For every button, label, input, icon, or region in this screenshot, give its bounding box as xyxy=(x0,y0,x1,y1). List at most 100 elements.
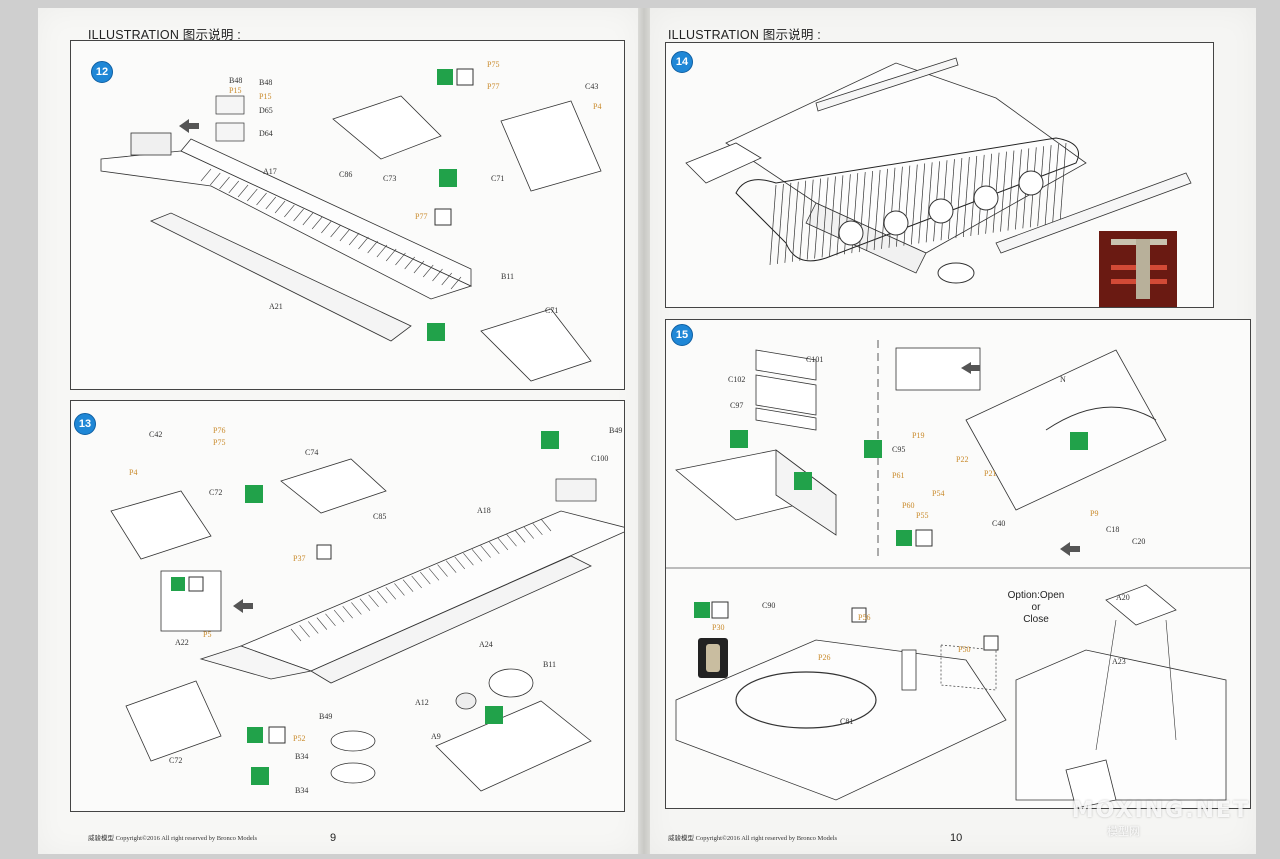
page-heading: ILLUSTRATION 图示说明 : xyxy=(668,28,821,42)
part-label: A24 xyxy=(479,640,493,649)
part-label: A12 xyxy=(415,698,429,707)
option-line: or xyxy=(1031,602,1041,613)
part-label: P60 xyxy=(902,501,914,510)
flip-icon xyxy=(427,323,445,341)
part-label: C95 xyxy=(892,445,905,454)
part-label: P26 xyxy=(818,653,830,662)
part-label: C81 xyxy=(840,717,853,726)
bending-icon xyxy=(268,726,286,744)
photo-etch-icon xyxy=(541,431,559,449)
part-label: P50 xyxy=(958,645,970,654)
glue-icon xyxy=(896,530,912,546)
flip-icon xyxy=(245,485,263,503)
glue-icon xyxy=(171,577,185,591)
part-label: P15 xyxy=(259,92,271,101)
part-label: D64 xyxy=(259,129,273,138)
part-label: P5 xyxy=(203,630,211,639)
part-label: A17 xyxy=(263,167,277,176)
page-10: ILLUSTRATION 图示说明 : 14 xyxy=(650,8,1256,854)
part-label: C90 xyxy=(762,601,775,610)
page-heading: ILLUSTRATION 图示说明 : xyxy=(88,28,241,42)
step-14-diagram xyxy=(685,57,1192,307)
booklet-spine xyxy=(634,8,654,854)
flip-icon xyxy=(864,440,882,458)
part-label: A23 xyxy=(1112,657,1126,666)
part-label: P61 xyxy=(892,471,904,480)
part-label: C20 xyxy=(1132,537,1145,546)
part-label: A21 xyxy=(269,302,283,311)
part-label: B11 xyxy=(543,660,556,669)
glue-icon xyxy=(247,727,263,743)
part-label: B11 xyxy=(501,272,514,281)
part-label: P56 xyxy=(858,613,870,622)
part-label: P75 xyxy=(487,60,499,69)
part-label: B49 xyxy=(609,426,622,435)
part-label: P4 xyxy=(593,102,601,111)
part-label: P22 xyxy=(956,455,968,464)
page-number: 9 xyxy=(330,832,337,844)
part-label: A20 xyxy=(1116,593,1130,602)
part-label: P55 xyxy=(916,511,928,520)
part-label: B34 xyxy=(295,786,308,795)
part-label: P76 xyxy=(213,426,225,435)
part-label: A9 xyxy=(431,732,441,741)
part-label: P15 xyxy=(229,86,241,95)
part-label: C18 xyxy=(1106,525,1119,534)
part-label: B49 xyxy=(319,712,332,721)
option-line: Option:Open xyxy=(1007,590,1065,601)
part-label: C43 xyxy=(585,82,598,91)
watermark-sub: 模型网 xyxy=(1107,826,1140,838)
part-label: C100 xyxy=(591,454,608,463)
part-label: B48 xyxy=(259,78,272,87)
part-label: C71 xyxy=(545,306,558,315)
part-label: P21 xyxy=(984,469,996,478)
bending-icon xyxy=(851,607,867,623)
bending-icon xyxy=(316,544,332,560)
part-label: C73 xyxy=(383,174,396,183)
instruction-booklet: ILLUSTRATION 图示说明 : 12 xyxy=(38,8,1256,854)
part-label: P9 xyxy=(1090,509,1098,518)
bending-icon xyxy=(456,68,474,86)
watermark: MOXING.NET xyxy=(1071,798,1250,823)
step-14-panel: 14 xyxy=(665,42,1214,308)
step-15-panel: 15 xyxy=(665,319,1251,809)
part-label: A22 xyxy=(175,638,189,647)
part-label: P54 xyxy=(932,489,944,498)
part-label: P52 xyxy=(293,734,305,743)
part-label: C102 xyxy=(728,375,745,384)
bending-icon xyxy=(188,576,204,592)
part-label: P37 xyxy=(293,554,305,563)
step-badge: 15 xyxy=(671,324,693,346)
part-label: P75 xyxy=(213,438,225,447)
copyright: 威骏模型 Copyright©2016 All right reserved b… xyxy=(668,835,838,842)
step-13-panel: 13 xyxy=(70,400,625,812)
copyright: 威骏模型 Copyright©2016 All right reserved b… xyxy=(88,835,258,842)
part-label: C85 xyxy=(373,512,386,521)
bending-icon xyxy=(983,635,999,651)
flip-icon xyxy=(439,169,457,187)
part-label: C72 xyxy=(169,756,182,765)
part-label: C101 xyxy=(806,355,823,364)
flip-icon xyxy=(730,430,748,448)
step-badge: 13 xyxy=(74,413,96,435)
part-label: C97 xyxy=(730,401,743,410)
glue-icon xyxy=(694,602,710,618)
step-badge: 12 xyxy=(91,61,113,83)
page-9: ILLUSTRATION 图示说明 : 12 xyxy=(38,8,638,854)
part-label: C42 xyxy=(149,430,162,439)
part-label: C40 xyxy=(992,519,1005,528)
part-label: P19 xyxy=(912,431,924,440)
bending-icon xyxy=(915,529,933,547)
part-label: C74 xyxy=(305,448,318,457)
part-label: N xyxy=(1060,375,1066,384)
part-label: C71 xyxy=(491,174,504,183)
part-label: P4 xyxy=(129,468,137,477)
flip-icon xyxy=(251,767,269,785)
step-15-diagram: C101 C102 C97 N P19 C95 P22 P21 P61 P54 … xyxy=(666,340,1250,808)
part-label: C86 xyxy=(339,170,352,179)
fender-part xyxy=(100,138,473,300)
step-13-diagram: C42 P76 P75 P4 C72 C74 B49 C100 A18 C85 … xyxy=(110,426,624,795)
part-label: B34 xyxy=(295,752,308,761)
page-number: 10 xyxy=(950,832,963,844)
part-label: A18 xyxy=(477,506,491,515)
